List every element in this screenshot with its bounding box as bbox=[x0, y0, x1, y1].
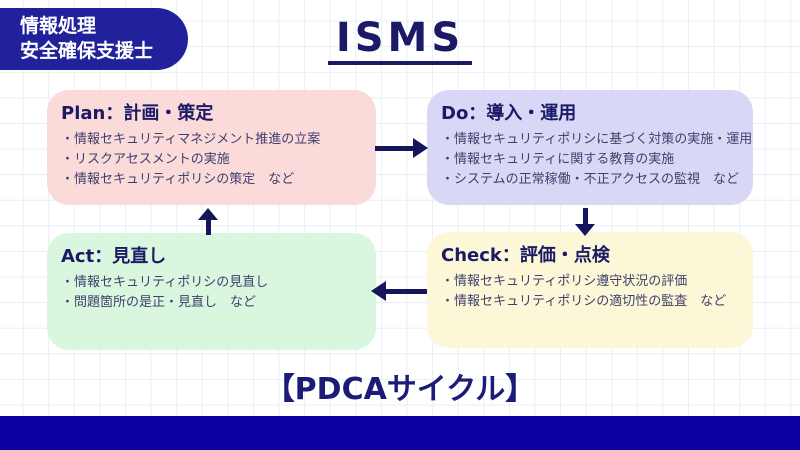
bottom-bar bbox=[0, 416, 800, 450]
plan-box-item: ・リスクアセスメントの実施 bbox=[61, 152, 230, 167]
plan-box-item: ・情報セキュリティポリシの策定 など bbox=[61, 172, 295, 187]
plan-box: Plan：計画・策定 ・情報セキュリティマネジメント推進の立案 ・リスクアセスメ… bbox=[47, 90, 376, 205]
plan-box-title: Plan：計画・策定 bbox=[61, 103, 214, 124]
do-box-item: ・情報セキュリティポリシに基づく対策の実施・運用 bbox=[441, 132, 753, 147]
arrow-act-to-plan-shaft bbox=[206, 220, 211, 235]
act-box: Act：見直し ・情報セキュリティポリシの見直し ・問題箇所の是正・見直し など bbox=[47, 233, 376, 350]
check-box: Check：評価・点検 ・情報セキュリティポリシ遵守状況の評価 ・情報セキュリテ… bbox=[427, 232, 753, 348]
pdca-cycle-caption: 【PDCAサイクル】 bbox=[264, 372, 536, 407]
arrow-plan-to-do-shaft bbox=[375, 146, 413, 151]
page-title-wrap: ISMS bbox=[0, 16, 800, 65]
do-box-item: ・情報セキュリティに関する教育の実施 bbox=[441, 152, 675, 167]
act-box-item: ・問題箇所の是正・見直し など bbox=[61, 295, 257, 310]
page-title: ISMS bbox=[327, 16, 473, 65]
check-box-item: ・情報セキュリティポリシ遵守状況の評価 bbox=[441, 274, 688, 289]
arrow-up-icon bbox=[198, 208, 218, 220]
act-box-item: ・情報セキュリティポリシの見直し bbox=[61, 275, 269, 290]
check-box-item: ・情報セキュリティポリシの適切性の監査 など bbox=[441, 294, 727, 309]
badge-line-1: 情報処理 bbox=[20, 15, 97, 37]
plan-box-item: ・情報セキュリティマネジメント推進の立案 bbox=[61, 132, 321, 147]
check-box-title: Check：評価・点検 bbox=[441, 245, 610, 266]
do-box: Do：導入・運用 ・情報セキュリティポリシに基づく対策の実施・運用 ・情報セキュ… bbox=[427, 90, 753, 205]
arrow-do-to-check-shaft bbox=[583, 208, 588, 224]
badge-line-2: 安全確保支援士 bbox=[20, 40, 154, 62]
act-box-title: Act：見直し bbox=[61, 246, 167, 267]
arrow-down-icon bbox=[575, 224, 595, 236]
certification-badge: 情報処理 安全確保支援士 bbox=[0, 8, 188, 70]
do-box-title: Do：導入・運用 bbox=[441, 103, 577, 124]
arrow-check-to-act-shaft bbox=[386, 289, 427, 294]
arrow-right-icon bbox=[413, 138, 428, 158]
arrow-left-icon bbox=[371, 281, 386, 301]
do-box-item: ・システムの正常稼働・不正アクセスの監視 など bbox=[441, 172, 739, 187]
